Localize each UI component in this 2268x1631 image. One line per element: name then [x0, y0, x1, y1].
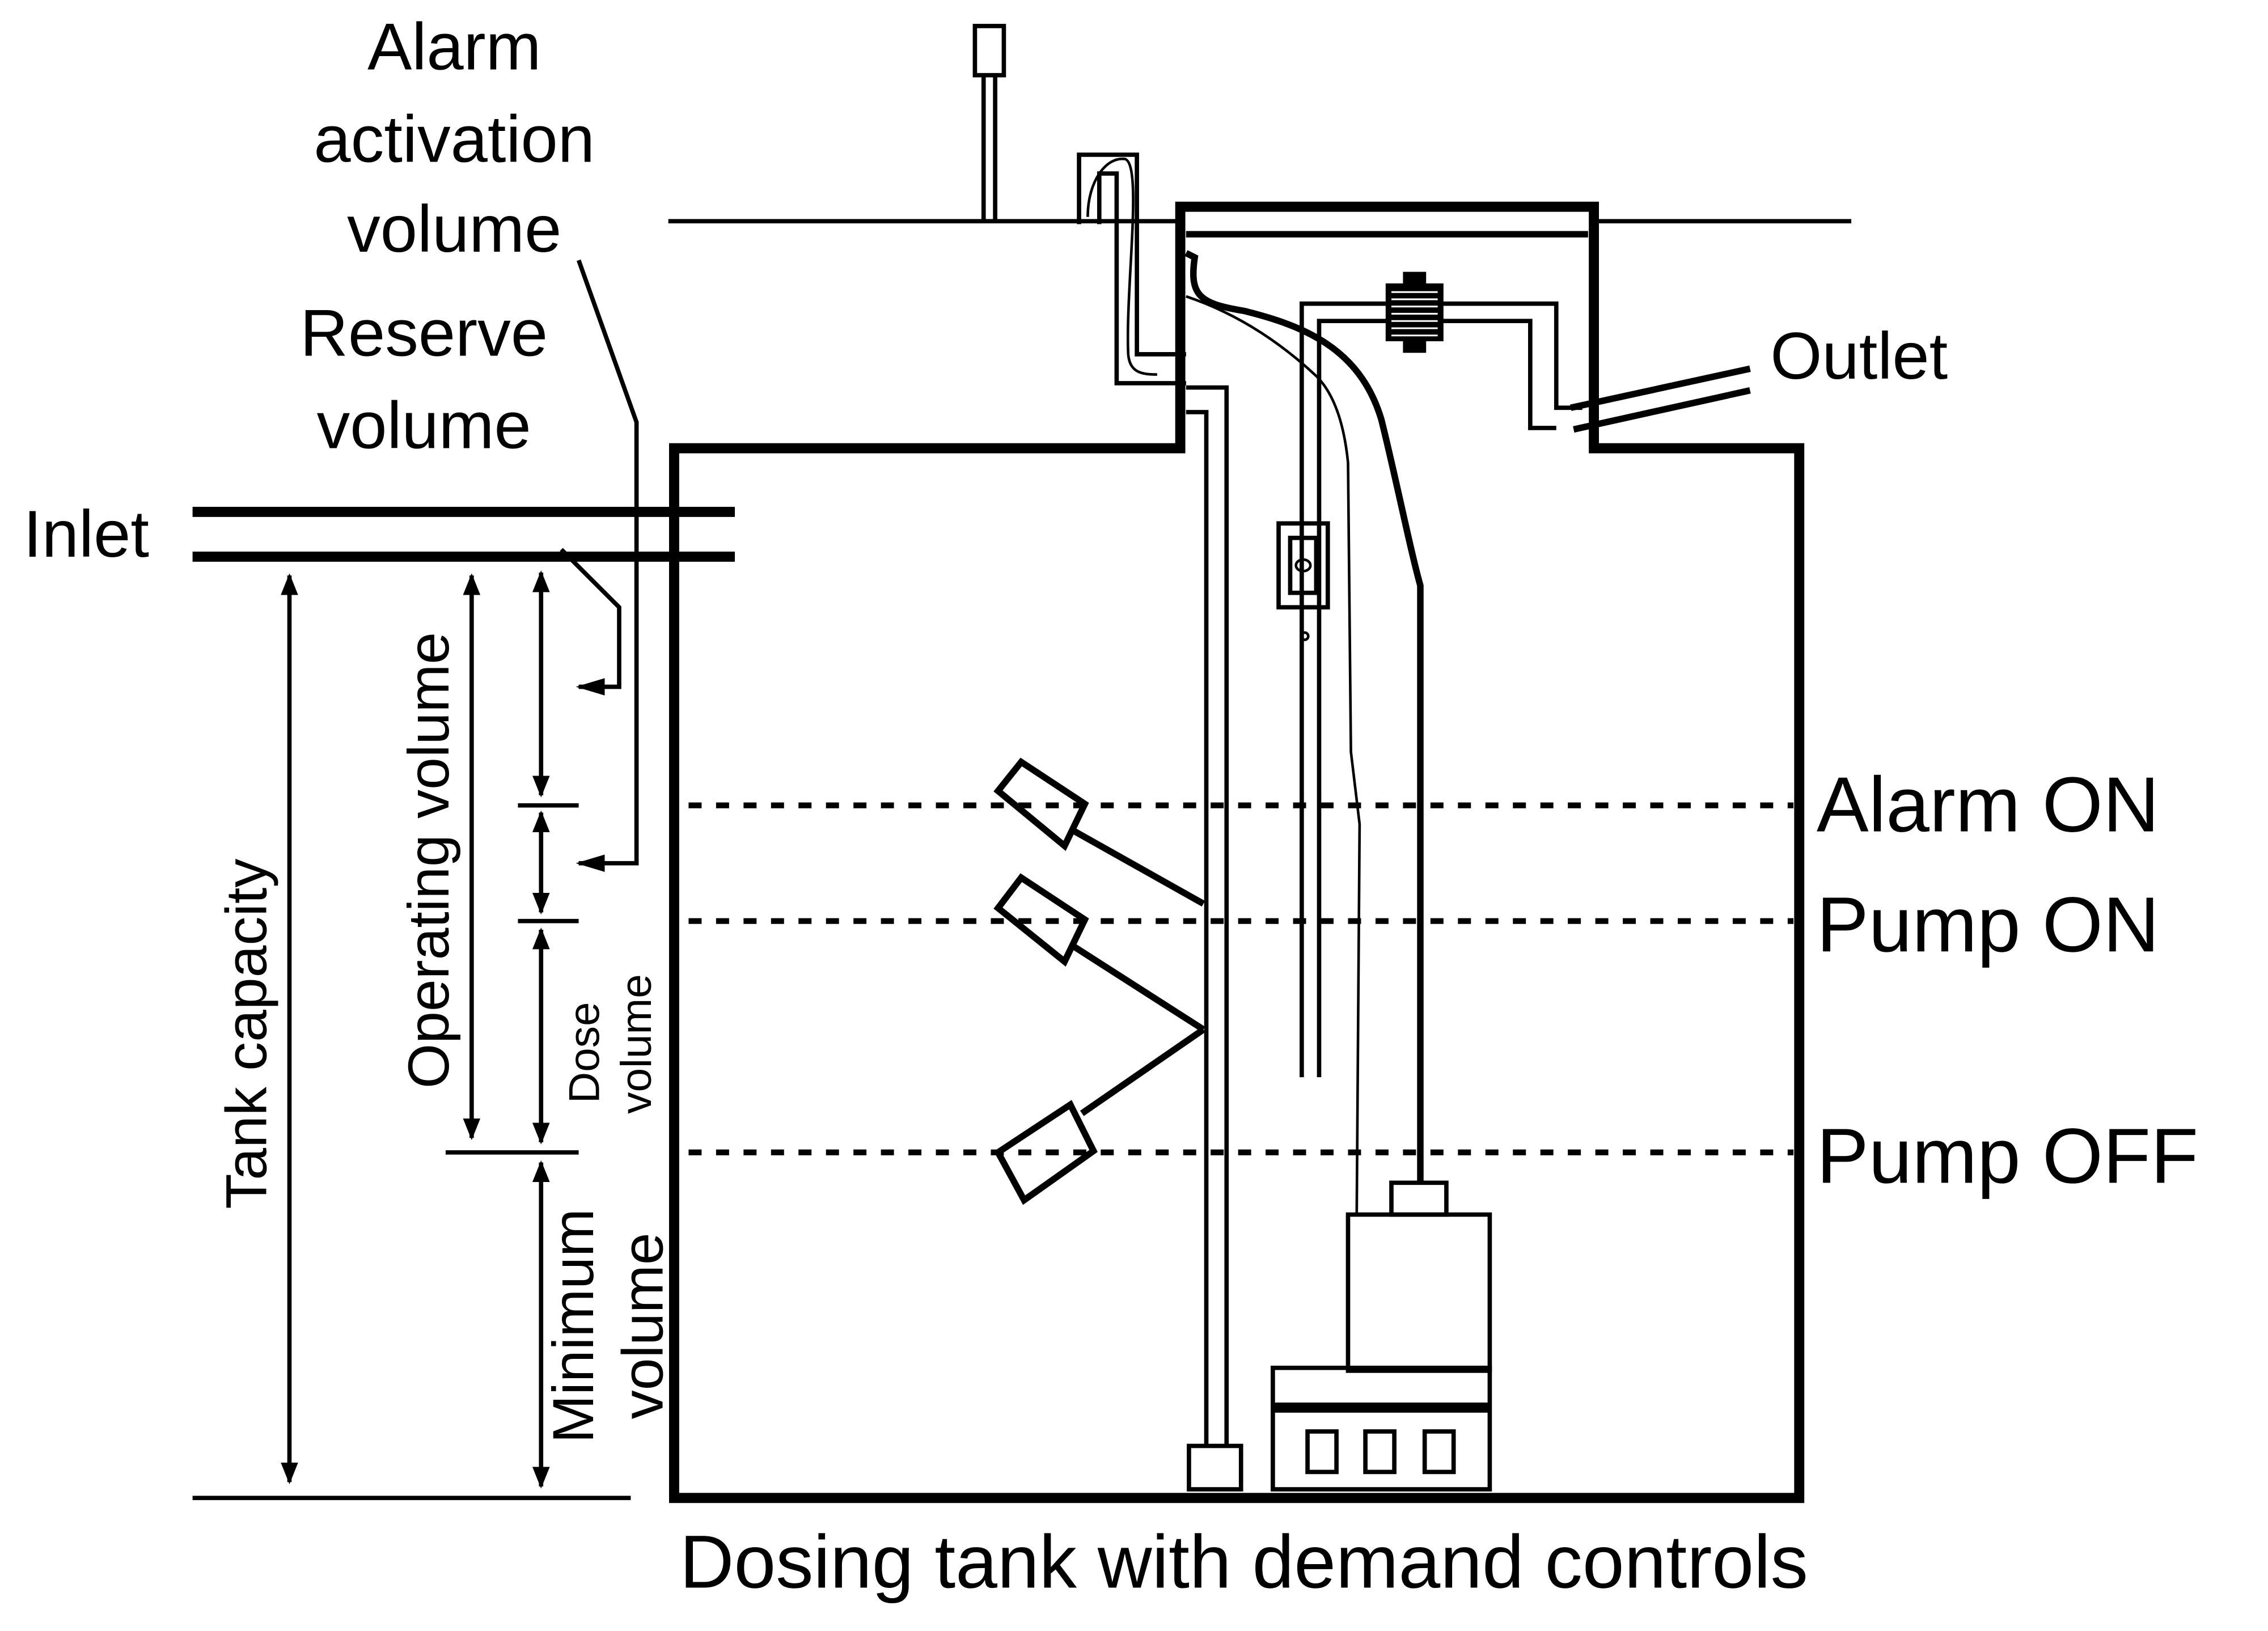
diagram-caption: Dosing tank with demand controls	[680, 1520, 1808, 1604]
inlet-pipe	[192, 506, 735, 562]
pump-on-label: Pump ON	[1817, 881, 2160, 968]
svg-text:Reserve: Reserve	[300, 295, 548, 370]
svg-text:volume: volume	[317, 388, 531, 463]
alarm-on-label: Alarm ON	[1817, 761, 2159, 849]
outlet-label: Outlet	[1770, 319, 1948, 393]
tank-capacity-label: Tank capacity	[214, 859, 279, 1209]
level-lines	[688, 802, 1794, 1155]
pump-off-label: Pump OFF	[1817, 1112, 2198, 1200]
union-coupling-icon	[1385, 272, 1444, 353]
svg-text:Dose: Dose	[560, 1002, 608, 1103]
minimum-volume-label: Minimum volume	[541, 1209, 675, 1443]
dose-volume-label: Dose volume	[560, 974, 661, 1114]
svg-text:volume: volume	[612, 974, 661, 1114]
pump-icon	[1271, 1180, 1492, 1492]
alarm-panel-post	[972, 24, 1006, 222]
tank-body	[669, 201, 1805, 1503]
check-valve-icon	[1276, 521, 1330, 641]
svg-text:activation: activation	[314, 102, 595, 176]
svg-text:volume: volume	[611, 1232, 675, 1419]
float-switch-alarm-icon	[993, 757, 1205, 907]
svg-text:volume: volume	[347, 192, 561, 266]
float-cables	[1184, 250, 1424, 1215]
svg-text:Alarm: Alarm	[367, 9, 541, 83]
inlet-label: Inlet	[23, 497, 149, 571]
vent-pipe	[1077, 152, 1186, 385]
alarm-activation-volume-label: Alarm activation volume	[314, 9, 595, 265]
float-switch-pump-on-icon	[993, 873, 1205, 1032]
svg-text:Minimum: Minimum	[541, 1209, 606, 1443]
operating-volume-label: Operating volume	[396, 632, 461, 1088]
float-tree-pipe	[1186, 385, 1243, 1492]
dimension-lines	[192, 570, 631, 1501]
reserve-volume-label: Reserve volume	[300, 295, 548, 462]
outlet-pipe	[1300, 301, 1751, 1078]
float-switch-pump-off-icon	[993, 1027, 1205, 1205]
leader-lines	[560, 259, 639, 872]
